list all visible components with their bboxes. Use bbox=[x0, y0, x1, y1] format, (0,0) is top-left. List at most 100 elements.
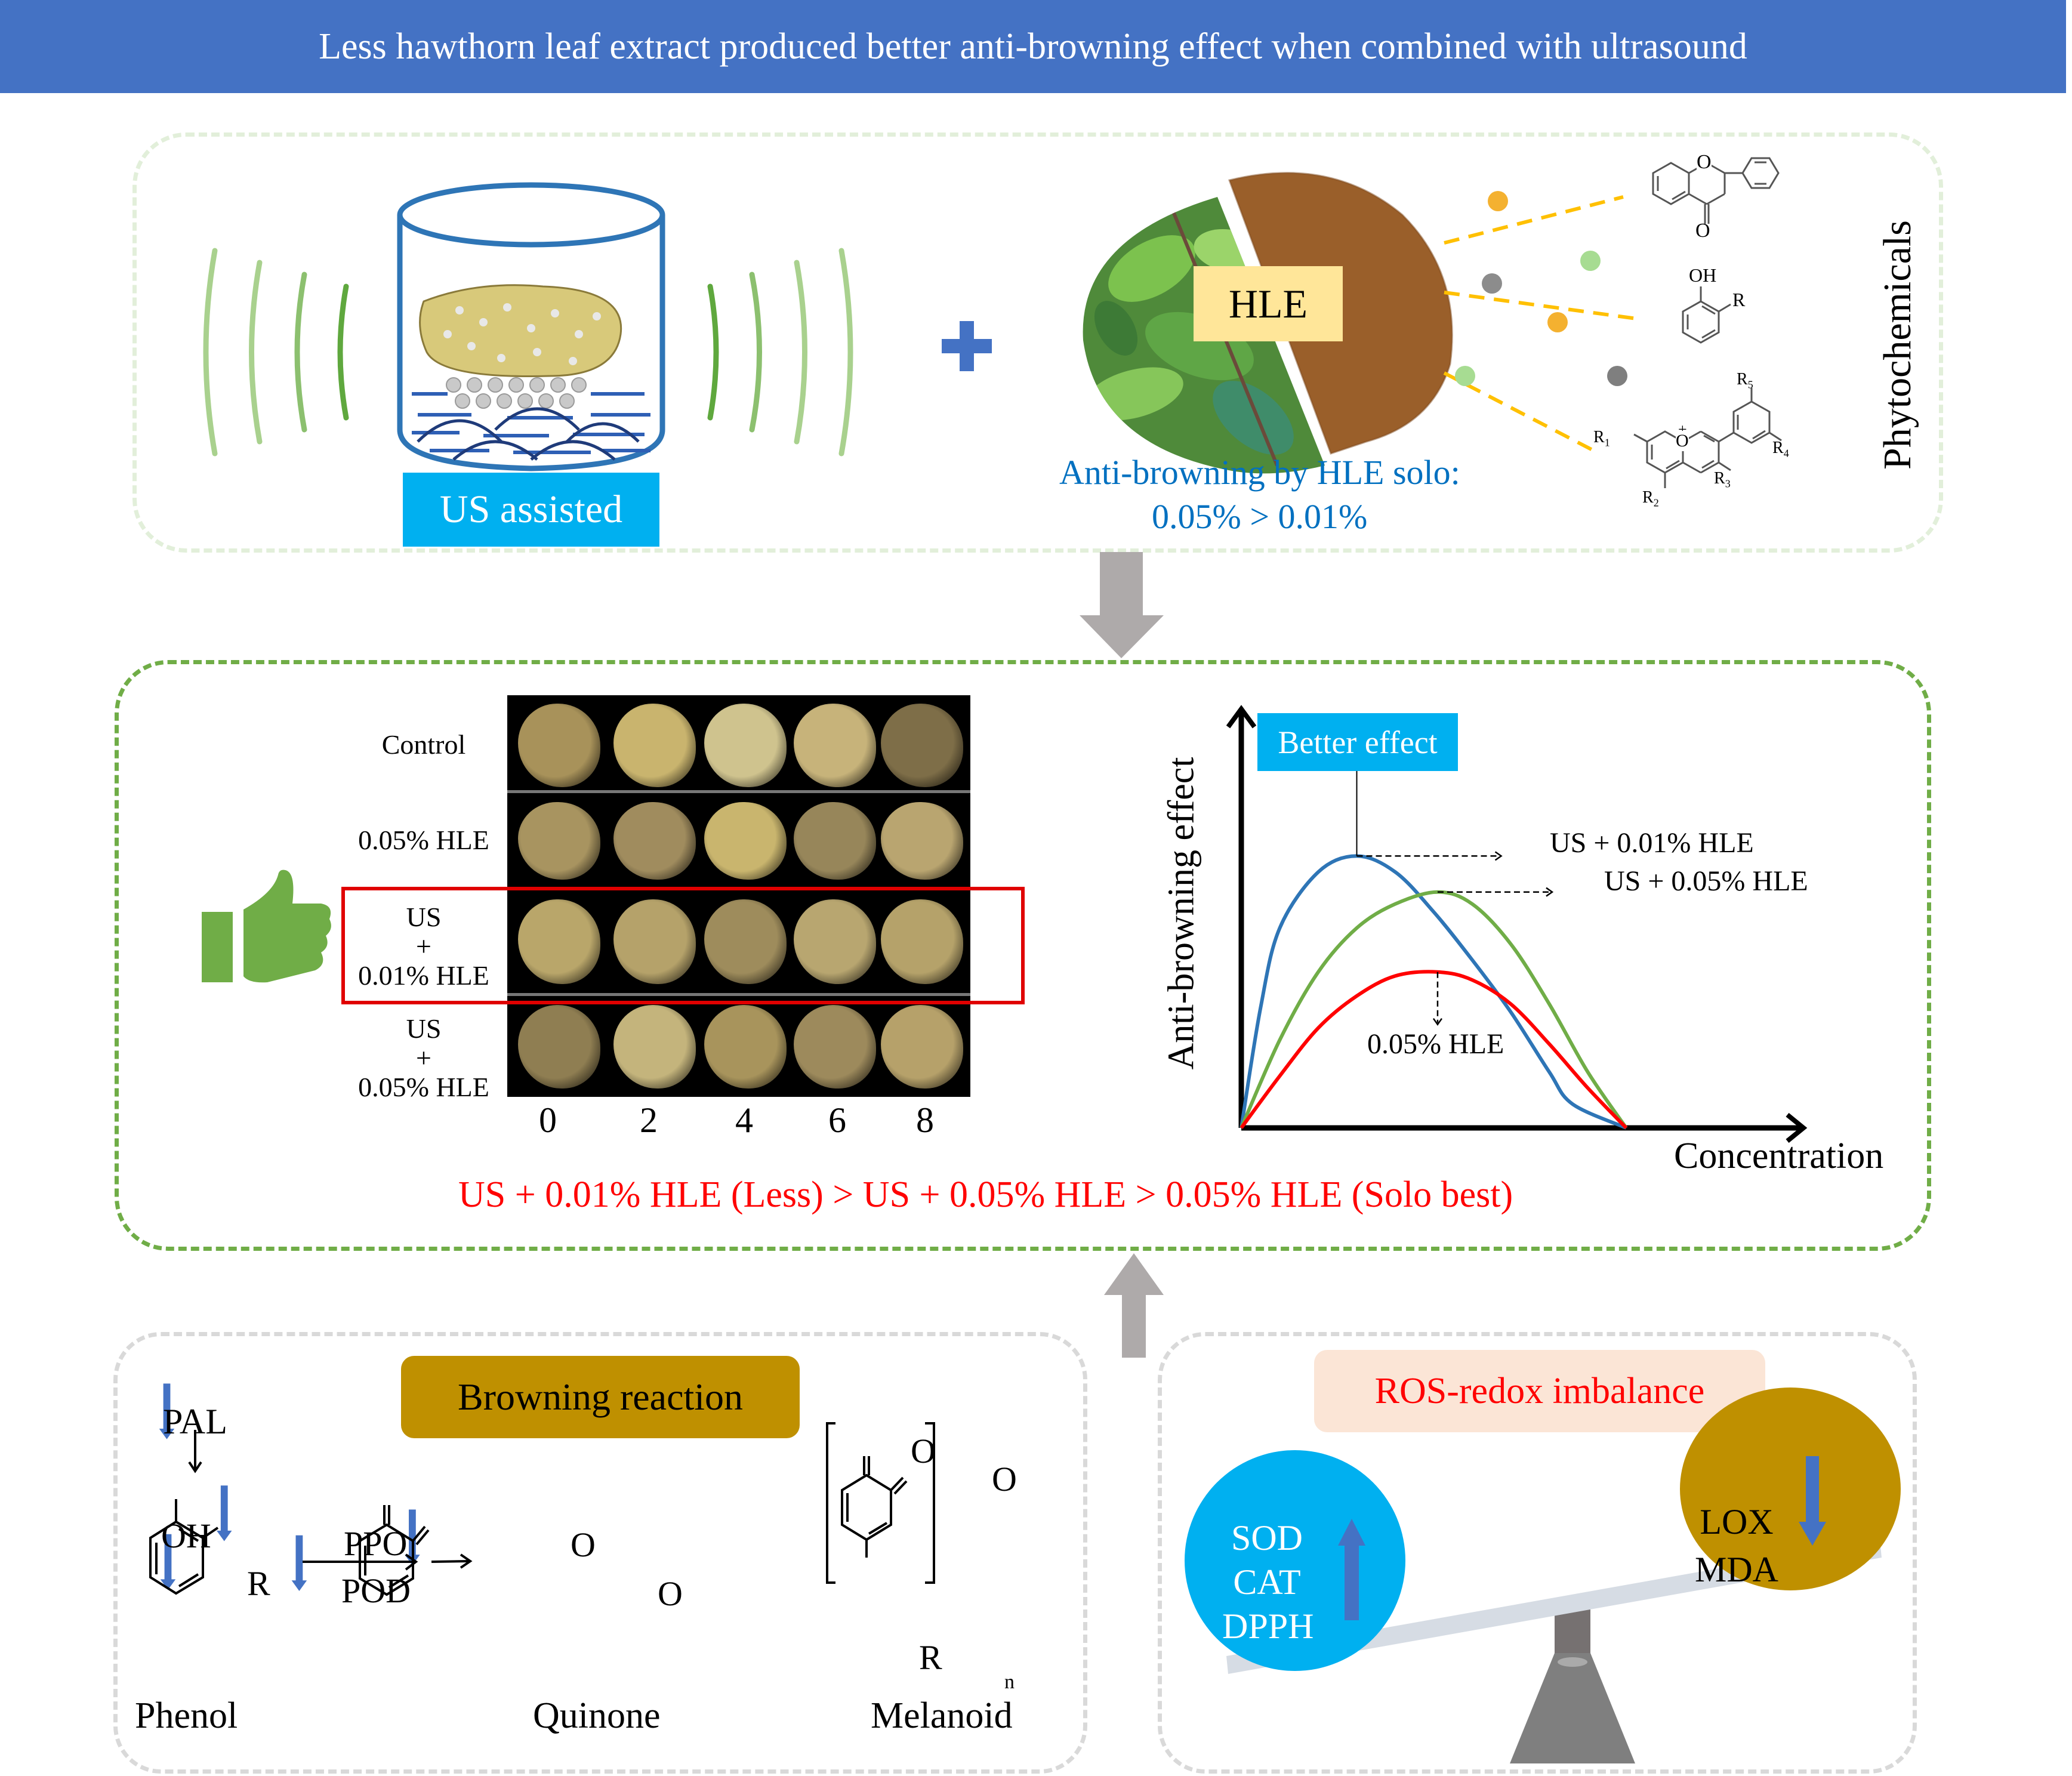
phenol-r: R bbox=[1732, 289, 1746, 310]
browning-reaction-scheme bbox=[159, 1383, 420, 1591]
oxidant-item: LOX bbox=[1700, 1502, 1774, 1541]
r1-letter: R bbox=[1593, 428, 1605, 446]
browning-reaction-title: Browning reaction bbox=[401, 1356, 800, 1438]
potato-slice bbox=[613, 802, 696, 880]
row-label: US+0.01% HLE bbox=[340, 902, 507, 990]
r4-subscript: 4 bbox=[1783, 447, 1789, 460]
browning-reaction-panel bbox=[113, 1332, 1087, 1774]
highlight-box bbox=[341, 887, 1025, 1004]
phenol-structure-icon bbox=[1682, 286, 1731, 344]
solo-caption-line2: 0.05% > 0.01% bbox=[1152, 497, 1368, 536]
quinone-down-arrow-icon bbox=[291, 1535, 307, 1591]
hle-text: HLE bbox=[1228, 280, 1308, 326]
series-line-2 bbox=[1240, 970, 1628, 1130]
solo-caption-line1: Anti-browning by HLE solo: bbox=[1059, 453, 1460, 492]
potato-slice bbox=[518, 704, 600, 787]
melanoid-label: Melanoid bbox=[871, 1695, 1013, 1736]
us-assisted-label: US assisted bbox=[403, 473, 659, 547]
row-label: 0.05% HLE bbox=[340, 825, 507, 855]
potato-slice bbox=[613, 704, 696, 787]
row-label-line: + bbox=[416, 930, 431, 961]
particle-orange-2 bbox=[1547, 312, 1568, 332]
better-effect-callout: Better effect bbox=[1257, 713, 1458, 771]
potato-slice bbox=[794, 802, 876, 880]
y-axis-arrowhead bbox=[1226, 705, 1257, 729]
us-assisted-text: US assisted bbox=[439, 488, 623, 531]
antioxidant-up-arrow-icon bbox=[1338, 1519, 1365, 1620]
row-label: US+0.05% HLE bbox=[340, 1014, 507, 1102]
r5-subscript: 5 bbox=[1747, 378, 1753, 391]
antioxidant-item: SOD bbox=[1231, 1518, 1303, 1558]
row-label-line: US bbox=[406, 1013, 442, 1044]
anthocyanidin-o: O bbox=[1676, 431, 1689, 451]
particle-green-1 bbox=[1580, 251, 1601, 271]
conclusion-text: US + 0.01% HLE (Less) > US + 0.05% HLE >… bbox=[458, 1174, 1513, 1215]
anthocyanidin-r4: R4 bbox=[1772, 439, 1789, 460]
potato-slice bbox=[613, 1005, 696, 1089]
phenol-oh: OH bbox=[1689, 264, 1717, 286]
ppo-pod-down-arrow-icon bbox=[216, 1485, 232, 1541]
day-label: 2 bbox=[640, 1100, 658, 1140]
phytochemical-dispersion-lines bbox=[1443, 191, 1642, 455]
antioxidant-item: DPPH bbox=[1222, 1607, 1314, 1646]
potato-slice bbox=[881, 1005, 963, 1089]
row-label-line: 0.01% HLE bbox=[358, 960, 489, 991]
oxidant-item: MDA bbox=[1694, 1550, 1778, 1589]
row-label: Control bbox=[340, 730, 507, 759]
seesaw-balance-icon bbox=[1185, 1388, 1901, 1763]
potato-slice bbox=[704, 1005, 787, 1089]
melanoid-o-side: O bbox=[992, 1460, 1017, 1498]
flavanone-o-keto: O bbox=[1695, 220, 1710, 242]
hle-label: HLE bbox=[1194, 266, 1343, 341]
potato-slice bbox=[613, 899, 696, 984]
phenol-oh-label: OH bbox=[161, 1516, 211, 1555]
row-label-line: + bbox=[416, 1042, 431, 1073]
title-text: Less hawthorn leaf extract produced bett… bbox=[319, 26, 1747, 67]
anthocyanidin-r3: R3 bbox=[1714, 469, 1731, 491]
quinone-o-side: O bbox=[658, 1574, 683, 1613]
anthocyanidin-r5: R5 bbox=[1737, 370, 1753, 391]
series-line-0 bbox=[1240, 854, 1627, 1130]
anti-browning-chart bbox=[1226, 705, 1808, 1143]
row-label-line: 0.05% HLE bbox=[358, 1071, 489, 1102]
photo-row-separator bbox=[507, 790, 970, 793]
plus-icon bbox=[942, 321, 992, 371]
pal-label: PAL bbox=[163, 1402, 227, 1441]
oxidant-ball bbox=[1680, 1388, 1901, 1590]
particle-grey-1 bbox=[1482, 273, 1502, 294]
phytochemicals-label: Phytochemicals bbox=[1876, 220, 1919, 470]
down-arrow-icon bbox=[1080, 552, 1164, 658]
r3-letter: R bbox=[1714, 469, 1725, 488]
potato-slice bbox=[518, 1005, 600, 1089]
ros-redox-title: ROS-redox imbalance bbox=[1314, 1350, 1765, 1432]
phenol-label: Phenol bbox=[135, 1695, 238, 1736]
middle-panel bbox=[115, 660, 1931, 1251]
r3-subscript: 3 bbox=[1725, 477, 1731, 490]
day-label: 0 bbox=[539, 1100, 557, 1140]
thumbs-up-icon bbox=[202, 870, 331, 983]
potato-slice bbox=[518, 802, 600, 880]
annotation-arrowhead-us-001 bbox=[1494, 851, 1503, 861]
flavanone-structure-icon bbox=[1652, 157, 1780, 224]
melanoid-o-top: O bbox=[911, 1432, 936, 1470]
potato-slice bbox=[794, 1005, 876, 1089]
x-axis-arrowhead bbox=[1786, 1112, 1808, 1143]
oxidant-list: LOX MDA bbox=[1692, 1498, 1781, 1593]
r1-subscript: 1 bbox=[1604, 436, 1610, 449]
quinone-label: Quinone bbox=[533, 1695, 661, 1736]
pal-down-arrow-icon bbox=[159, 1383, 175, 1439]
seesaw-pivot-base bbox=[1510, 1653, 1635, 1763]
annotation-arrowhead-hle-005 bbox=[1432, 1018, 1442, 1026]
x-axis-label: Concentration bbox=[1674, 1136, 1884, 1176]
potato-slice bbox=[794, 899, 876, 984]
ultrasound-beaker-icon bbox=[397, 182, 665, 471]
row-label-line: US bbox=[406, 901, 442, 932]
row-label-line: Control bbox=[381, 729, 466, 760]
series-label-us-005: US + 0.05% HLE bbox=[1604, 865, 1808, 897]
oxidant-down-arrow-icon bbox=[1799, 1456, 1826, 1546]
ros-redox-title-text: ROS-redox imbalance bbox=[1374, 1370, 1705, 1411]
day-label: 8 bbox=[916, 1100, 934, 1140]
potato-slice bbox=[881, 802, 963, 880]
day-label: 6 bbox=[828, 1100, 846, 1140]
series-label-hle-005: 0.05% HLE bbox=[1367, 1028, 1504, 1060]
